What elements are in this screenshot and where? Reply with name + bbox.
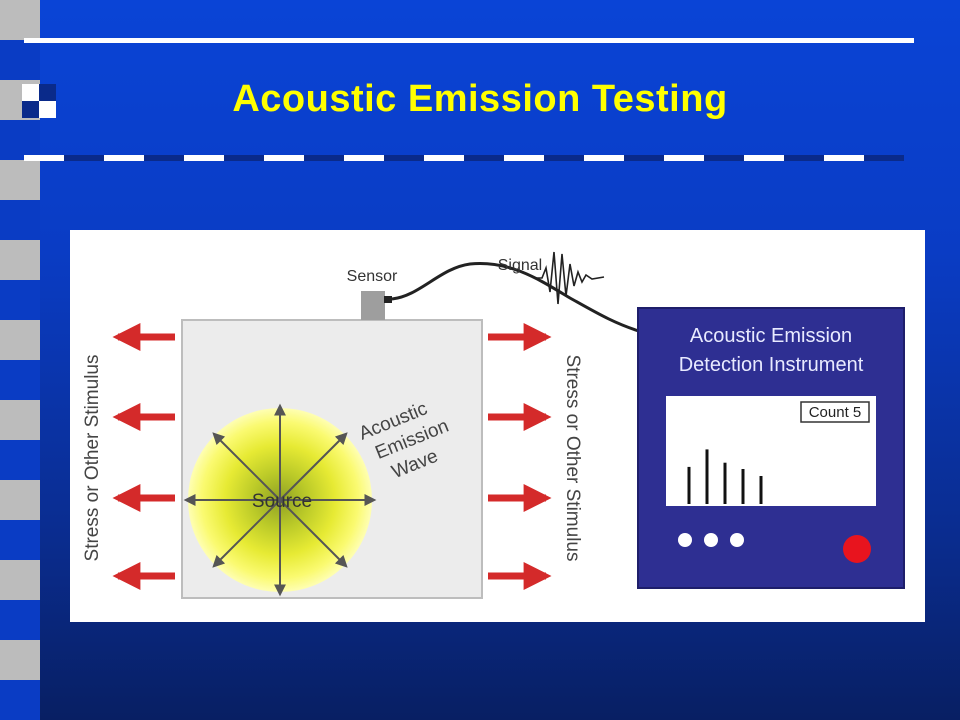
acoustic-emission-diagram: Source Acoustic Emission Wave Stress or … [70, 230, 925, 622]
signal-label: Signal [498, 257, 542, 274]
top-rule [24, 38, 914, 43]
count-badge: Count 5 [809, 404, 862, 421]
indicator-light [843, 535, 871, 563]
sensor-connector [384, 296, 392, 303]
wave-arrows [183, 403, 377, 597]
stimulus-right-label: Stress or Other Stimulus [562, 355, 583, 562]
instrument-button-2[interactable] [704, 533, 718, 547]
left-decorative-strip [0, 0, 40, 720]
signal-cable [391, 261, 643, 334]
count-bars [687, 449, 763, 504]
count-badge-box [800, 401, 870, 423]
right-stimulus-arrows [488, 323, 552, 590]
checker-bullet-icon [22, 84, 56, 118]
sensor-label: Sensor [347, 268, 398, 285]
sensor [361, 291, 385, 320]
instrument-button-3[interactable] [730, 533, 744, 547]
instrument-button-1[interactable] [678, 533, 692, 547]
instrument-title-line-2: Detection Instrument [679, 354, 864, 376]
signal-waveform [536, 251, 605, 305]
instrument-title-line-1: Acoustic Emission [690, 325, 852, 347]
slide-title: Acoustic Emission Testing [232, 78, 728, 120]
dashed-rule [24, 155, 904, 161]
left-stimulus-arrows [112, 323, 175, 590]
source-label: Source [252, 491, 312, 512]
stimulus-left-label: Stress or Other Stimulus [82, 355, 103, 562]
